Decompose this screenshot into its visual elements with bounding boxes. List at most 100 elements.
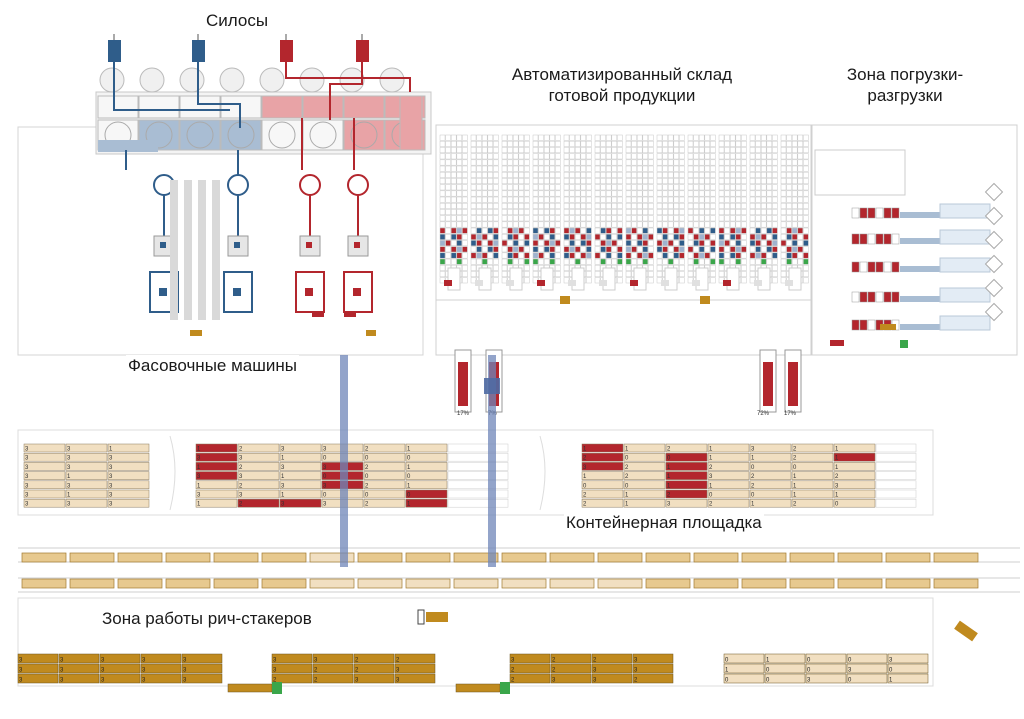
container-slot (279, 462, 322, 471)
rack-cell (687, 140, 694, 147)
rack-cell (667, 252, 674, 259)
rack-cell (501, 165, 508, 172)
rack-cell (749, 221, 756, 228)
rack-cell (549, 190, 556, 197)
rack-cell (679, 264, 685, 271)
rack-cell (704, 215, 711, 222)
container-slot (665, 489, 708, 499)
rack-cell (648, 153, 654, 160)
loading-label-line1: Зона погрузки- (846, 65, 964, 84)
rack-cell (481, 190, 488, 197)
rack-cell (648, 196, 654, 203)
rack-cell (648, 171, 654, 178)
rack-cell (797, 221, 804, 228)
container-slot (665, 480, 708, 490)
rack-cell (786, 184, 792, 191)
container-count: 1 (835, 456, 839, 462)
rack-cell (642, 240, 649, 247)
rack-cell (679, 252, 685, 259)
rack-cell (617, 202, 623, 209)
rack-cell (518, 184, 525, 191)
rack-cell (481, 233, 488, 240)
rack-cell (673, 134, 680, 141)
container-count: 3 (67, 465, 71, 471)
rack-cell (507, 190, 513, 197)
rack-cell (631, 165, 637, 172)
rack-cell (667, 258, 674, 265)
rack-cell (687, 246, 694, 253)
rack-cell (724, 209, 730, 216)
container-slot (623, 452, 666, 462)
rack-cell (698, 258, 705, 265)
rack-cell (729, 134, 736, 141)
rack-cell (698, 147, 705, 154)
rack-cell (518, 171, 525, 178)
packing-frame (170, 180, 178, 320)
rack-cell (679, 147, 685, 154)
rack-cell (580, 153, 587, 160)
loading-conveyor (900, 324, 940, 330)
silo-band (98, 140, 158, 152)
rack-cell (594, 178, 601, 185)
container-slot (195, 480, 238, 490)
rack-station (602, 267, 616, 291)
rack-cell (710, 240, 716, 247)
rack-cell (662, 221, 668, 228)
loading-conveyor (900, 238, 940, 244)
rack-cell (574, 190, 581, 197)
rack-cell (662, 215, 668, 222)
rack-cell (507, 165, 513, 172)
rail-wagon (165, 578, 211, 589)
rack-cell (718, 233, 725, 240)
rack-cell (797, 153, 804, 160)
rail-wagon (117, 552, 163, 563)
rack-cell (476, 184, 482, 191)
rack-cell (476, 252, 482, 259)
rack-cell (710, 134, 716, 141)
rack-cell (580, 258, 587, 265)
rack-cell (718, 240, 725, 247)
rack-cell (780, 271, 787, 278)
rack-cell (538, 153, 544, 160)
rack-cell (662, 233, 668, 240)
rack-cell (631, 147, 637, 154)
rack-cell (718, 134, 725, 141)
rack-cell (631, 215, 637, 222)
container-slot (833, 443, 876, 453)
warehouse-label-line1: Автоматизированный склад (511, 65, 733, 84)
container-count: 1 (889, 678, 893, 684)
rack-cell (462, 202, 468, 209)
container-slot (237, 462, 280, 471)
container-count: 0 (407, 456, 411, 462)
rack-cell (724, 190, 730, 197)
rack-cell (487, 134, 494, 141)
rack-cell (741, 165, 747, 172)
rack-cell (687, 165, 694, 172)
container-count: 2 (239, 502, 243, 508)
rack-cell (625, 190, 632, 197)
container-count: 1 (407, 447, 411, 453)
rack-cell (518, 165, 525, 172)
rack-cell (611, 246, 618, 253)
container-slot (195, 471, 238, 480)
rack-cell (741, 134, 747, 141)
rack-cell (797, 209, 804, 216)
rack-cell (501, 221, 508, 228)
container-count: 1 (281, 493, 285, 499)
rack-cell (724, 153, 730, 160)
rack-cell (439, 252, 446, 259)
rack-cell (501, 252, 508, 259)
rack-cell (617, 264, 623, 271)
rack-cell (704, 178, 711, 185)
container-slot (833, 452, 876, 462)
rack-cell (724, 233, 730, 240)
rack-cell (481, 165, 488, 172)
rack-cell (803, 190, 809, 197)
rack-cell (679, 240, 685, 247)
container-slot (665, 443, 708, 453)
rack-cell (803, 159, 809, 166)
rack-cell (704, 258, 711, 265)
rack-cell (766, 233, 773, 240)
rack-cell (766, 221, 773, 228)
